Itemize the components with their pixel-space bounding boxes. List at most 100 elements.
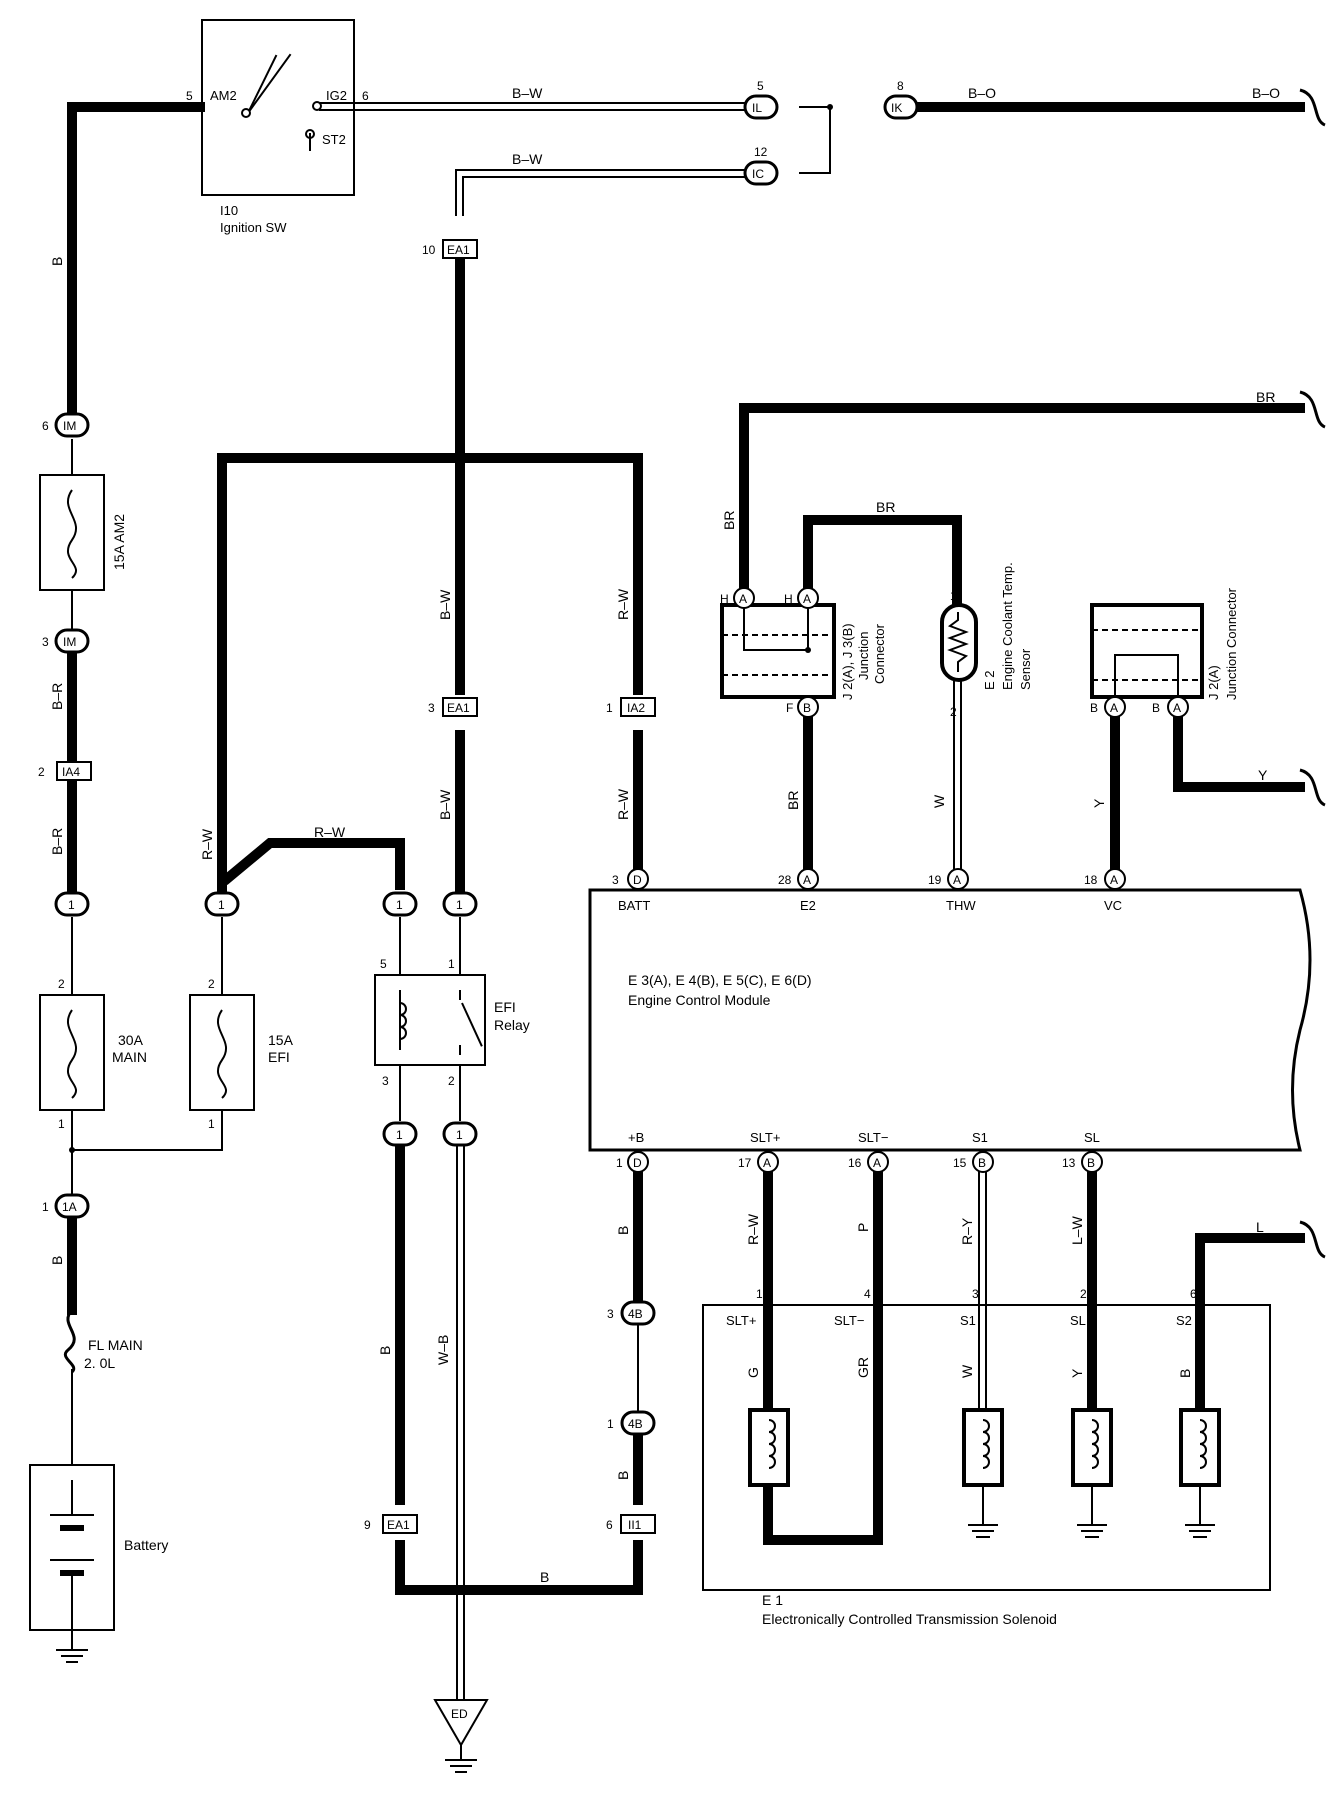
svg-text:5: 5 [380, 957, 387, 971]
svg-text:30A: 30A [118, 1032, 144, 1048]
svg-text:ED: ED [451, 1707, 468, 1721]
engine-control-module: E 3(A), E 4(B), E 5(C), E 6(D) Engine Co… [588, 868, 1312, 1173]
svg-text:15A AM2: 15A AM2 [111, 514, 127, 570]
connector-IA2: IA2 1 [606, 697, 656, 717]
ignition-sw-name: Ignition SW [220, 220, 287, 235]
svg-text:1: 1 [68, 898, 75, 912]
svg-text:3: 3 [607, 1307, 614, 1321]
svg-text:4B: 4B [628, 1307, 643, 1321]
svg-text:BR: BR [876, 499, 895, 515]
svg-text:Y: Y [1091, 798, 1107, 808]
svg-text:B: B [803, 701, 811, 715]
fl-main-fusible-link: FL MAIN 2. 0L [64, 1308, 143, 1374]
svg-text:IK: IK [891, 101, 902, 115]
svg-text:28: 28 [778, 873, 792, 887]
pin-ig2: 6 [362, 89, 369, 103]
svg-text:SLT+: SLT+ [726, 1313, 756, 1328]
svg-text:W–B: W–B [435, 1335, 451, 1365]
svg-text:2: 2 [448, 1074, 455, 1088]
svg-text:6: 6 [42, 419, 49, 433]
svg-text:16: 16 [848, 1156, 862, 1170]
svg-text:SLT−: SLT− [858, 1130, 888, 1145]
svg-text:EA1: EA1 [447, 243, 470, 257]
svg-text:A: A [1110, 873, 1118, 887]
svg-text:B–W: B–W [512, 85, 543, 101]
svg-text:E 2: E 2 [982, 670, 997, 690]
svg-text:3: 3 [382, 1074, 389, 1088]
svg-text:1: 1 [42, 1200, 49, 1214]
st2-label: ST2 [322, 132, 346, 147]
connector-IC: IC 12 [743, 145, 779, 186]
svg-text:1: 1 [58, 1117, 65, 1131]
svg-text:B: B [49, 1256, 65, 1265]
svg-text:A: A [873, 1156, 881, 1170]
efi-relay: 5 1 3 2 EFI Relay [374, 957, 530, 1088]
svg-text:A: A [1173, 701, 1181, 715]
svg-text:SL: SL [1084, 1130, 1100, 1145]
svg-text:B–O: B–O [968, 85, 996, 101]
svg-text:IL: IL [752, 101, 762, 115]
svg-text:B: B [1087, 1156, 1095, 1170]
wires [67, 102, 1305, 1701]
svg-text:8: 8 [897, 79, 904, 93]
connector-EA1-mid: EA1 3 [428, 697, 478, 717]
svg-text:2: 2 [208, 977, 215, 991]
svg-text:1: 1 [208, 1117, 215, 1131]
svg-text:S1: S1 [960, 1313, 976, 1328]
svg-text:B–W: B–W [512, 151, 543, 167]
svg-text:E 1: E 1 [762, 1592, 783, 1608]
svg-text:B: B [615, 1471, 631, 1480]
connector-EA1-bottom: EA1 9 [364, 1514, 418, 1534]
svg-text:D: D [633, 1156, 642, 1170]
svg-text:1: 1 [218, 898, 225, 912]
svg-text:Electronically Controlled Tran: Electronically Controlled Transmission S… [762, 1611, 1057, 1627]
svg-text:B–W: B–W [437, 789, 453, 820]
svg-text:MAIN: MAIN [112, 1049, 147, 1065]
svg-text:6: 6 [1190, 1287, 1197, 1301]
svg-text:IC: IC [752, 167, 764, 181]
svg-text:B: B [377, 1346, 393, 1355]
ground-ed: ED [433, 1699, 489, 1773]
connector-IL: IL 5 [743, 79, 779, 120]
svg-text:A: A [803, 873, 811, 887]
svg-text:Sensor: Sensor [1018, 648, 1033, 690]
svg-text:12: 12 [754, 145, 768, 159]
svg-text:IA4: IA4 [62, 765, 80, 779]
svg-text:SL: SL [1070, 1313, 1086, 1328]
svg-text:9: 9 [364, 1518, 371, 1532]
svg-text:1: 1 [607, 1417, 614, 1431]
svg-text:2: 2 [950, 705, 957, 719]
svg-text:Y: Y [1069, 1368, 1085, 1378]
svg-text:R–W: R–W [745, 1213, 761, 1245]
svg-text:1A: 1A [62, 1200, 77, 1214]
svg-text:B–O: B–O [1252, 85, 1280, 101]
fuse-main: 30A MAIN 2 1 [39, 977, 147, 1131]
svg-text:G: G [745, 1367, 761, 1378]
svg-text:W: W [959, 1364, 975, 1378]
svg-text:15A: 15A [268, 1032, 294, 1048]
junction-connector-j2: A A B B J 2(A) Junction Connector [1090, 587, 1239, 718]
svg-text:B: B [978, 1156, 986, 1170]
svg-text:4: 4 [864, 1287, 871, 1301]
svg-text:II1: II1 [628, 1518, 642, 1532]
svg-text:17: 17 [738, 1156, 752, 1170]
svg-text:B: B [540, 1569, 549, 1585]
svg-text:EA1: EA1 [447, 701, 470, 715]
svg-text:1: 1 [456, 1128, 463, 1142]
svg-text:IM: IM [63, 635, 76, 649]
svg-text:18: 18 [1084, 873, 1098, 887]
svg-text:Y: Y [1258, 767, 1268, 783]
svg-text:L: L [1256, 1219, 1264, 1235]
svg-text:B–R: B–R [49, 828, 65, 855]
svg-text:R–W: R–W [615, 588, 631, 620]
svg-text:EA1: EA1 [387, 1518, 410, 1532]
svg-text:A: A [1110, 701, 1118, 715]
svg-text:Engine Control Module: Engine Control Module [628, 992, 771, 1008]
ignition-switch: AM2 IG2 ST2 5 6 I10 Ignition SW [186, 19, 369, 235]
svg-text:GR: GR [855, 1357, 871, 1378]
svg-text:3: 3 [612, 873, 619, 887]
svg-text:A: A [739, 592, 747, 606]
svg-text:R–W: R–W [199, 828, 215, 860]
svg-text:1: 1 [756, 1287, 763, 1301]
